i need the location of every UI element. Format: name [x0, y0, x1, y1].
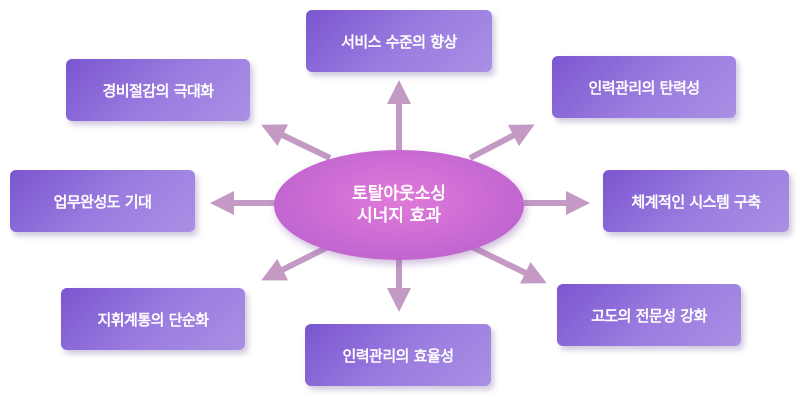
node-right-label: 체계적인 시스템 구축: [631, 192, 761, 211]
arrow-down-right: [468, 243, 547, 284]
node-left: 업무완성도 기대: [10, 170, 195, 232]
node-top: 서비스 수준의 향상: [306, 10, 492, 72]
node-bottom: 인력관리의 효율성: [305, 324, 491, 386]
center-line1: 토탈아웃소싱: [352, 184, 446, 204]
node-left-label: 업무완성도 기대: [53, 192, 152, 211]
center-line2: 시너지 효과: [356, 206, 442, 226]
node-bottom-right: 고도의 전문성 강화: [557, 284, 741, 346]
node-top-right: 인력관리의 탄력성: [552, 56, 736, 118]
node-top-label: 서비스 수준의 향상: [341, 32, 457, 51]
node-bottom-left: 지휘계통의 단순화: [61, 288, 245, 350]
node-bottom-right-label: 고도의 전문성 강화: [591, 306, 707, 325]
center-ellipse: 토탈아웃소싱 시너지 효과: [274, 150, 524, 260]
node-right: 체계적인 시스템 구축: [603, 170, 789, 232]
node-bottom-left-label: 지휘계통의 단순화: [97, 310, 209, 329]
node-top-right-label: 인력관리의 탄력성: [588, 78, 700, 97]
arrow-up-right: [468, 124, 535, 161]
node-top-left-label: 경비절감의 극대화: [102, 81, 214, 100]
node-bottom-label: 인력관리의 효율성: [342, 346, 454, 365]
arrow-up-left: [261, 124, 332, 161]
node-top-left: 경비절감의 극대화: [66, 59, 250, 121]
arrow-down-left: [261, 243, 332, 281]
